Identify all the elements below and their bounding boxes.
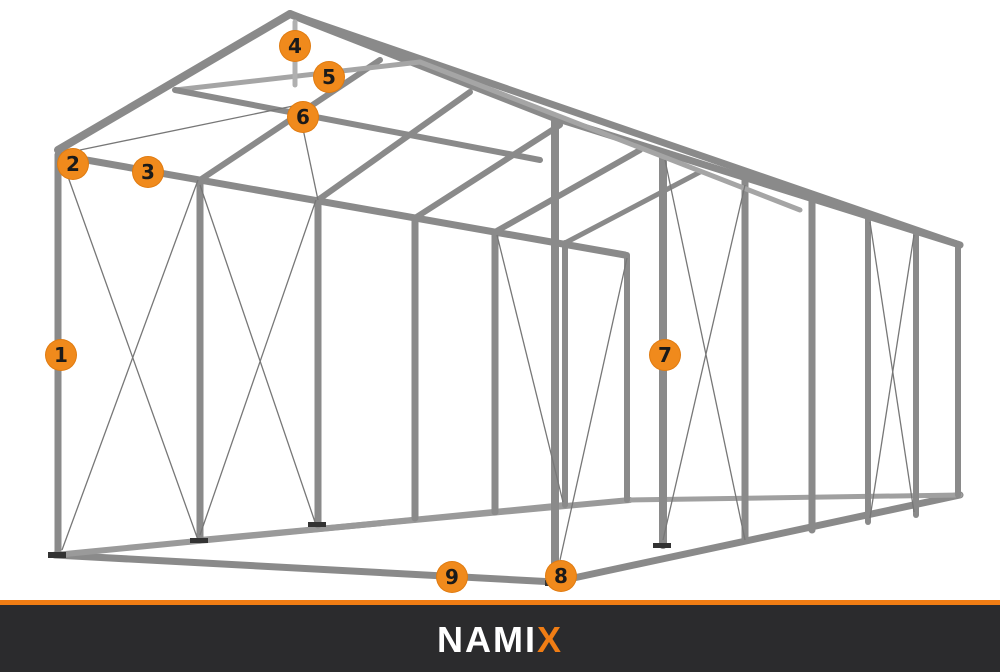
logo-accent-letter: X — [536, 619, 563, 660]
callout-badge-1: 1 — [46, 340, 76, 370]
callout-badge-2: 2 — [58, 149, 88, 179]
logo-main-text: NAMI — [436, 619, 537, 660]
callout-badge-3: 3 — [133, 157, 163, 187]
callout-badge-8: 8 — [546, 561, 576, 591]
callout-badge-6: 6 — [288, 102, 318, 132]
callout-badge-7: 7 — [650, 340, 680, 370]
callout-badge-9: 9 — [437, 562, 467, 592]
callout-badge-5: 5 — [314, 62, 344, 92]
brand-footer: NAMIX — [0, 605, 1000, 672]
callout-badge-4: 4 — [280, 31, 310, 61]
accent-stripe — [0, 600, 1000, 605]
tent-frame-illustration: 1 2 3 4 5 6 7 8 9 — [46, 10, 964, 592]
tent-frame-drawing — [48, 10, 964, 586]
brand-logo: NAMIX — [0, 619, 1000, 661]
